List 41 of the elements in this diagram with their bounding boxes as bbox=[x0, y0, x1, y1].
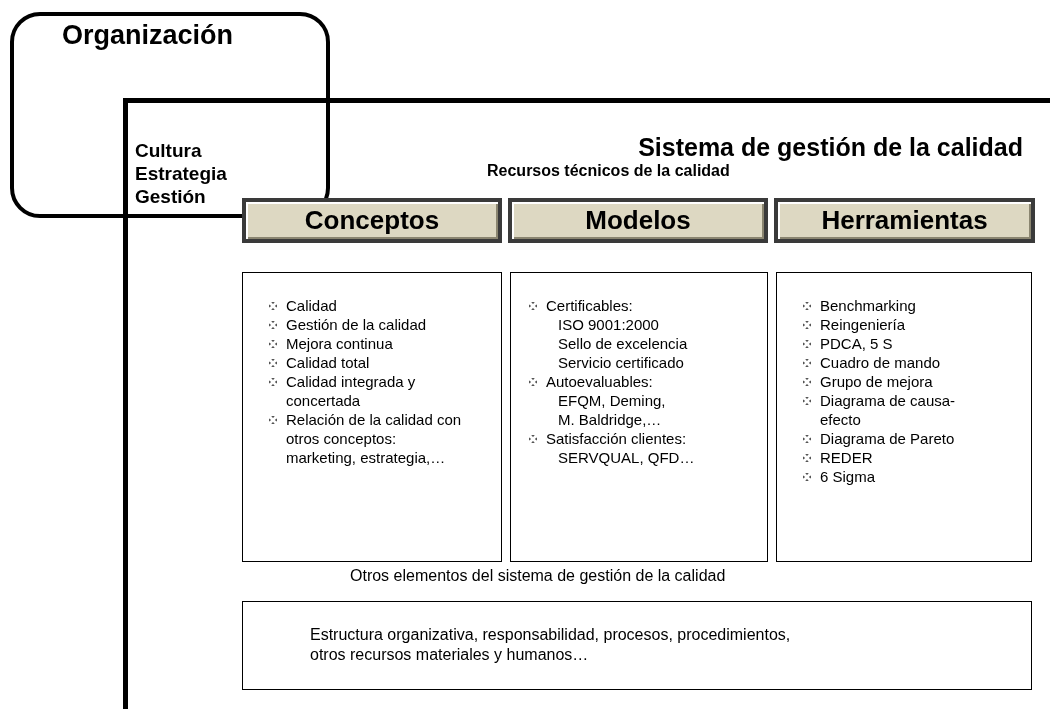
header-box bbox=[508, 198, 768, 243]
list-item: M. Baldridge,… bbox=[557, 410, 663, 429]
list-box bbox=[242, 272, 502, 562]
list-item: Diagrama de causa-efecto bbox=[820, 391, 957, 429]
list-item: ISO 9001:2000 bbox=[557, 315, 660, 334]
list-item: Servicio certificado bbox=[557, 353, 685, 372]
list-item: Cuadro de mando bbox=[820, 353, 941, 372]
body-text: Estructura organizativa, responsabilidad, procesos, procedimientos, otros recursos materiales y humanos… bbox=[310, 625, 792, 665]
list-item: Sello de excelencia bbox=[557, 334, 689, 353]
header-text: Modelos bbox=[585, 205, 691, 236]
list-item: SERVQUAL, QFD… bbox=[557, 448, 696, 467]
list-item: Autoevaluables: bbox=[546, 372, 653, 391]
header-box bbox=[774, 198, 1035, 243]
heading: Organización bbox=[62, 20, 234, 51]
list-item: Certificables: bbox=[546, 296, 633, 315]
list-item: Diagrama de Pareto bbox=[820, 429, 955, 448]
list-item: 6 Sigma bbox=[820, 467, 876, 486]
caption-text: Otros elementos del sistema de gestión de la calidad bbox=[350, 567, 726, 585]
list-item: Benchmarking bbox=[820, 296, 916, 315]
list-item: Reingeniería bbox=[820, 315, 906, 334]
subheading: Cultura Estrategia Gestión bbox=[135, 139, 228, 208]
list-item: PDCA, 5 S bbox=[820, 334, 893, 353]
list-item: REDER bbox=[820, 448, 873, 467]
list-item: Calidad integrada y concertada bbox=[286, 372, 417, 410]
list-item: Mejora continua bbox=[286, 334, 393, 353]
text-box bbox=[242, 601, 1032, 690]
header-box bbox=[242, 198, 502, 243]
list-box bbox=[776, 272, 1032, 562]
list-item: Grupo de mejora bbox=[820, 372, 933, 391]
list-item: EFQM, Deming, bbox=[557, 391, 667, 410]
list-item: Relación de la calidad con otros conceptos: marketing, estrategia,… bbox=[286, 410, 463, 467]
heading: Sistema de gestión de la calidad bbox=[638, 133, 1023, 162]
system-frame bbox=[123, 98, 1050, 709]
list-item: Calidad total bbox=[286, 353, 370, 372]
list-box bbox=[510, 272, 768, 562]
header-text: Conceptos bbox=[304, 205, 440, 236]
list-item: Calidad bbox=[286, 296, 337, 315]
list-item: Satisfacción clientes: bbox=[546, 429, 687, 448]
list-item: Gestión de la calidad bbox=[286, 315, 427, 334]
header-text: Herramientas bbox=[821, 205, 988, 236]
caption-text: Recursos técnicos de la calidad bbox=[487, 162, 730, 180]
